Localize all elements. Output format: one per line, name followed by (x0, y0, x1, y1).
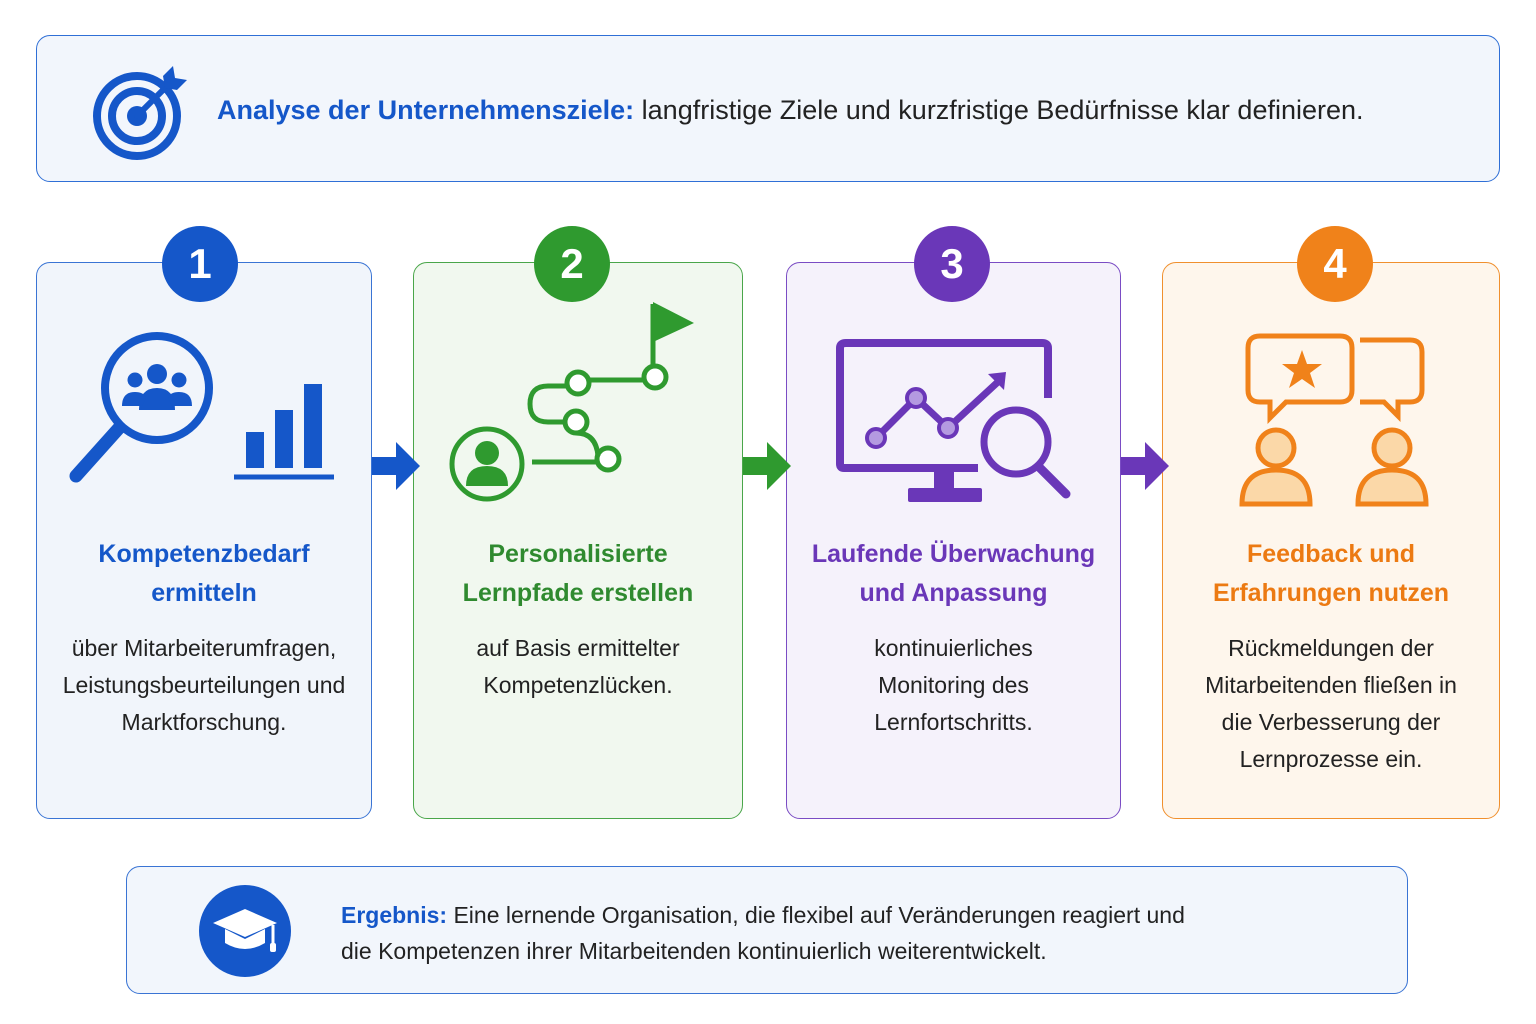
step-title-2-line1: Personalisierte (488, 540, 668, 568)
step-description-2: auf Basis ermittelter Kompetenzlücken. (413, 630, 743, 704)
step-title-4-line1: Feedback und (1246, 540, 1416, 568)
result-text: Ergebnis: Eine lernende Organisation, di… (341, 897, 1341, 969)
monitor-trend-magnifier-icon (836, 339, 1071, 502)
arrow-right-icon (743, 442, 791, 490)
step-title-2: Personalisierte Lernpfade erstellen (413, 535, 743, 613)
step-title-1: Kompetenzbedarf ermitteln (36, 535, 372, 613)
goal-analysis-lead: Analyse der Unternehmensziele: (217, 95, 635, 125)
result-lead: Ergebnis: (341, 902, 448, 928)
result-line1: Eine lernende Organisation, die flexibel… (447, 902, 1185, 928)
step-description-1-line1: über Mitarbeiterumfragen, (71, 635, 337, 661)
step-title-4: Feedback und Erfahrungen nutzen (1162, 535, 1500, 613)
step-description-1-line2: Leistungsbeurteilungen und (62, 672, 346, 698)
step-description-4-line1: Rückmeldungen der (1228, 635, 1434, 661)
feedback-speech-bubbles-icon (1239, 333, 1429, 507)
arrow-right-icon (372, 442, 420, 490)
result-banner: Ergebnis: Eine lernende Organisation, di… (126, 866, 1408, 994)
step-description-4-line3: die Verbesserung der (1221, 709, 1441, 735)
result-text-line1: Ergebnis: Eine lernende Organisation, di… (341, 897, 1341, 933)
magnifier-people-chart-icon (69, 332, 334, 483)
step-title-3-line1: Laufende Überwachung (811, 540, 1096, 568)
arrow-right-icon (1121, 442, 1169, 490)
step-description-2-line2: Kompetenzlücken. (483, 672, 673, 698)
step-card-1 (36, 262, 372, 819)
step-number-badge-3: 3 (914, 226, 990, 302)
step-number-badge-4: 4 (1297, 226, 1373, 302)
step-description-1: über Mitarbeiterumfragen, Leistungsbeurt… (36, 630, 372, 741)
step-description-3-line2: Monitoring des (878, 672, 1029, 698)
goal-analysis-body: langfristige Ziele und kurzfristige Bedü… (634, 95, 1364, 125)
step-description-3-line1: kontinuierliches (874, 635, 1033, 661)
step-card-4 (1162, 262, 1500, 819)
learning-path-flag-icon (449, 302, 694, 502)
goal-analysis-banner: Analyse der Unternehmensziele: langfrist… (36, 35, 1500, 182)
step-title-2-line2: Lernpfade erstellen (462, 579, 694, 607)
step-card-2 (413, 262, 743, 819)
step-description-4-line2: Mitarbeitenden fließen in (1205, 672, 1457, 698)
step-description-3-line3: Lernfortschritts. (874, 709, 1033, 735)
step-title-3: Laufende Überwachung und Anpassung (786, 535, 1121, 613)
step-description-1-line3: Marktforschung. (121, 709, 287, 735)
step-description-3: kontinuierliches Monitoring des Lernfort… (786, 630, 1121, 741)
step-description-4: Rückmeldungen der Mitarbeitenden fließen… (1162, 630, 1500, 778)
step-title-4-line2: Erfahrungen nutzen (1212, 579, 1450, 607)
step-description-4-line4: Lernprozesse ein. (1239, 746, 1423, 772)
step-title-3-line2: und Anpassung (859, 579, 1048, 607)
graduation-cap-icon (199, 885, 291, 977)
step-number-badge-1: 1 (162, 226, 238, 302)
step-title-1-line1: Kompetenzbedarf (98, 540, 310, 568)
step-number-badge-2: 2 (534, 226, 610, 302)
step-title-1-line2: ermitteln (151, 579, 257, 607)
step-description-2-line1: auf Basis ermittelter (476, 635, 680, 661)
goal-analysis-text: Analyse der Unternehmensziele: langfrist… (217, 92, 1364, 128)
result-line2: die Kompetenzen ihrer Mitarbeitenden kon… (341, 938, 1047, 964)
target-icon (93, 66, 187, 160)
